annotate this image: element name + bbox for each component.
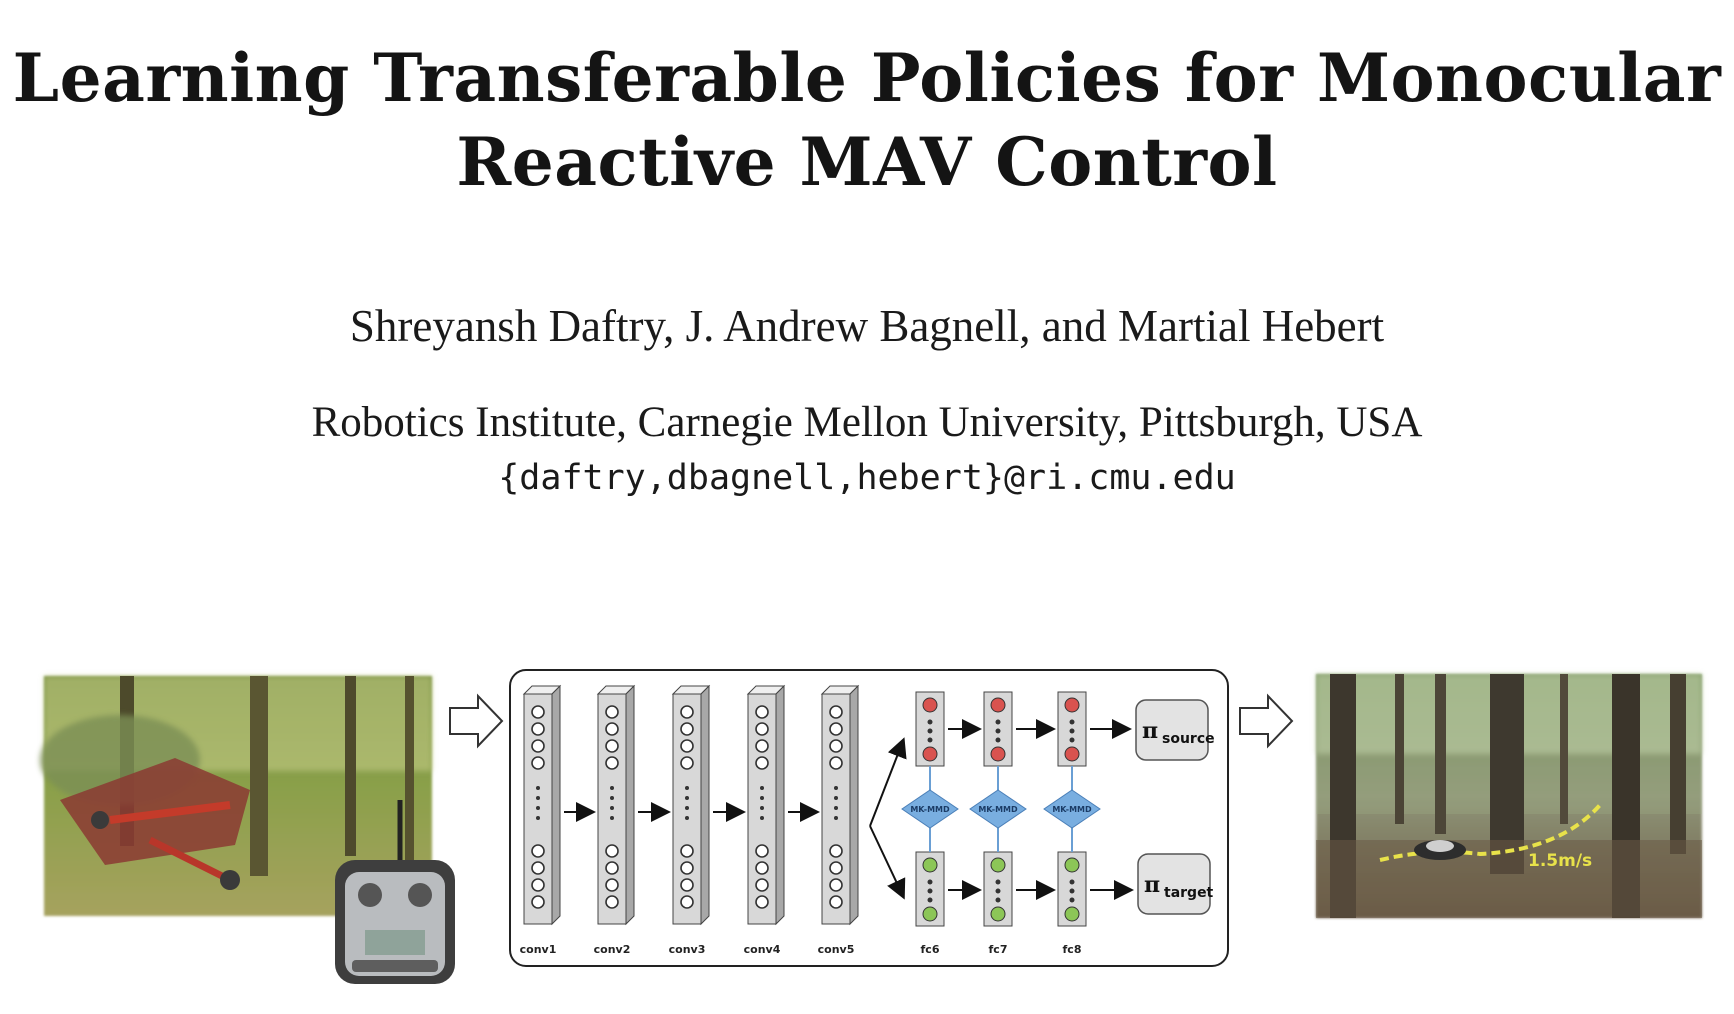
real-world-flight-image: 1.5m/s: [1316, 674, 1702, 918]
speed-annotation: 1.5m/s: [1528, 851, 1592, 871]
layer-fc6: MK-MMD fc6: [901, 691, 959, 956]
layer-label-fc6: fc6: [921, 943, 940, 956]
layer-conv4: conv4: [744, 684, 786, 956]
mmd-diamond-fc6: MK-MMD: [901, 789, 959, 829]
layer-fc7: MK-MMD fc7: [969, 691, 1027, 956]
layer-label-fc8: fc8: [1063, 943, 1082, 956]
layer-label-conv4: conv4: [744, 943, 781, 956]
svg-text:target: target: [1164, 885, 1214, 901]
layer-conv1: conv1: [520, 684, 562, 956]
svg-text:source: source: [1162, 731, 1215, 747]
layer-label-conv1: conv1: [520, 943, 557, 956]
layer-fc8: MK-MMD fc8: [1043, 691, 1101, 956]
output-arrow-icon: [1239, 693, 1294, 749]
policy-target-box: π target: [1137, 853, 1214, 915]
rc-controller-image: [335, 800, 455, 984]
layer-label-conv5: conv5: [818, 943, 855, 956]
layer-conv5: conv5: [818, 684, 860, 956]
svg-text:MK-MMD: MK-MMD: [1052, 805, 1092, 814]
svg-text:MK-MMD: MK-MMD: [910, 805, 950, 814]
layer-label-conv3: conv3: [669, 943, 706, 956]
svg-text:π: π: [1142, 718, 1158, 744]
mmd-diamond-fc7: MK-MMD: [969, 789, 1027, 829]
layer-conv2: conv2: [594, 684, 636, 956]
author-email: {daftry,dbagnell,hebert}@ri.cmu.edu: [498, 458, 1236, 498]
layer-label-conv2: conv2: [594, 943, 631, 956]
affiliation: Robotics Institute, Carnegie Mellon Univ…: [311, 399, 1423, 446]
split-arrow-up: [869, 737, 907, 827]
svg-text:π: π: [1144, 872, 1160, 898]
fc-layer-group: MK-MMD fc6 MK-MMD fc7 MK-MMD fc8: [901, 691, 1134, 956]
svg-text:MK-MMD: MK-MMD: [978, 805, 1018, 814]
layer-label-fc7: fc7: [989, 943, 1008, 956]
input-arrow-icon: [449, 693, 504, 749]
simulation-image: [40, 676, 432, 916]
mmd-diamond-fc8: MK-MMD: [1043, 789, 1101, 829]
policy-source-box: π source: [1135, 699, 1215, 761]
split-arrow-down: [869, 825, 906, 900]
paper-title-line-1: Learning Transferable Policies for Monoc…: [12, 39, 1722, 117]
layer-conv3: conv3: [669, 684, 711, 956]
conv-layer-group: conv1 conv2 conv3 conv4 conv5: [520, 684, 860, 956]
author-list: Shreyansh Daftry, J. Andrew Bagnell, and…: [349, 301, 1385, 351]
paper-title-line-2: Reactive MAV Control: [456, 123, 1278, 201]
